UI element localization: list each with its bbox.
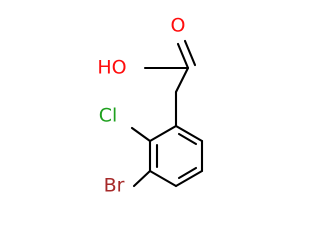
bond-ring-inner-c1-c6 (177, 132, 198, 146)
bond-ring-c4-c5 (174, 169, 204, 188)
chlorine-atom-label: Cl (99, 105, 118, 127)
bond-ring-inner-c4-c5 (177, 166, 198, 180)
bond-carbonyl-1 (176, 42, 190, 70)
bond-ring-c6-c1 (174, 124, 204, 143)
bond-ring-c3-c4 (148, 169, 178, 188)
benzene-ring (148, 124, 204, 188)
hydroxyl-label: HO (97, 57, 126, 79)
molecule-diagram: O HO Cl Br (97, 15, 204, 197)
oxygen-atom-label: O (171, 15, 186, 37)
bond-ring-to-bromine (132, 169, 152, 188)
bond-ring-to-chlorine (130, 126, 152, 143)
bond-ch2-to-carboxyl-carbon (174, 66, 190, 94)
bond-ring-c1-c2 (148, 124, 178, 143)
structure-canvas: O HO Cl Br (97, 14, 204, 197)
bond-carbonyl-2 (183, 39, 197, 67)
bromine-atom-label: Br (104, 175, 125, 197)
